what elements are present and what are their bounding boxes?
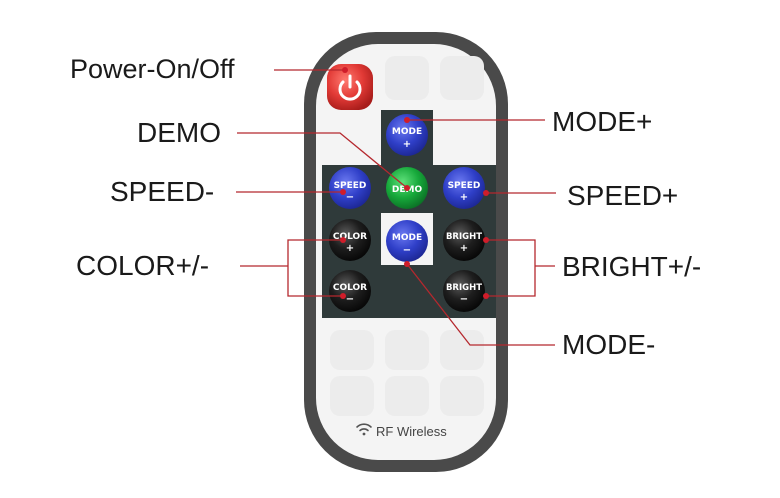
color-label: COLOR+/- (76, 250, 209, 281)
speed-plus-sign: + (460, 192, 468, 203)
color-minus-text: COLOR (333, 283, 367, 293)
wifi-icon (356, 423, 372, 436)
bright-plus-button[interactable]: BRIGHT + (443, 219, 485, 261)
rf-wireless-label: RF Wireless (376, 424, 447, 439)
pointer-lines (236, 69, 556, 346)
color-plus-text: COLOR (333, 232, 367, 242)
bright-label: BRIGHT+/- (562, 251, 701, 282)
mode-minus-sign: − (403, 245, 411, 256)
speed-minus-label: SPEED- (110, 176, 214, 207)
mode-minus-button[interactable]: MODE − (386, 220, 428, 262)
color-bracket-line (287, 239, 343, 297)
bright-plus-sign: + (460, 243, 468, 254)
color-plus-button[interactable]: COLOR + (329, 219, 371, 261)
speed-plus-label: SPEED+ (567, 180, 678, 211)
power-label: Power-On/Off (70, 54, 235, 84)
speed-plus-text: SPEED (448, 181, 481, 191)
button-panel (322, 110, 496, 318)
mode-minus-text: MODE (392, 233, 422, 243)
mode-minus-label: MODE- (562, 329, 655, 360)
speed-minus-button[interactable]: SPEED − (329, 167, 371, 209)
demo-pointer-line (237, 132, 408, 189)
mode-plus-text: MODE (392, 127, 422, 137)
bright-minus-sign: − (460, 294, 468, 305)
color-minus-sign: − (346, 294, 354, 305)
mode-plus-button[interactable]: MODE + (386, 114, 428, 156)
bright-minus-text: BRIGHT (446, 283, 482, 293)
bright-plus-text: BRIGHT (446, 232, 482, 242)
color-minus-button[interactable]: COLOR − (329, 270, 371, 312)
color-plus-sign: + (346, 243, 354, 254)
mode-minus-pointer-line (406, 263, 555, 346)
bright-bracket-line (486, 239, 536, 297)
pointer-dots (340, 67, 489, 299)
mode-plus-sign: + (403, 139, 411, 150)
speed-minus-text: SPEED (334, 181, 367, 191)
speed-minus-sign: − (346, 192, 354, 203)
remote-texture (330, 56, 484, 416)
power-icon (338, 74, 362, 101)
bright-minus-button[interactable]: BRIGHT − (443, 270, 485, 312)
mode-plus-label: MODE+ (552, 106, 652, 137)
demo-label: DEMO (137, 117, 221, 148)
speed-plus-button[interactable]: SPEED + (443, 167, 485, 209)
power-button[interactable] (327, 64, 373, 110)
